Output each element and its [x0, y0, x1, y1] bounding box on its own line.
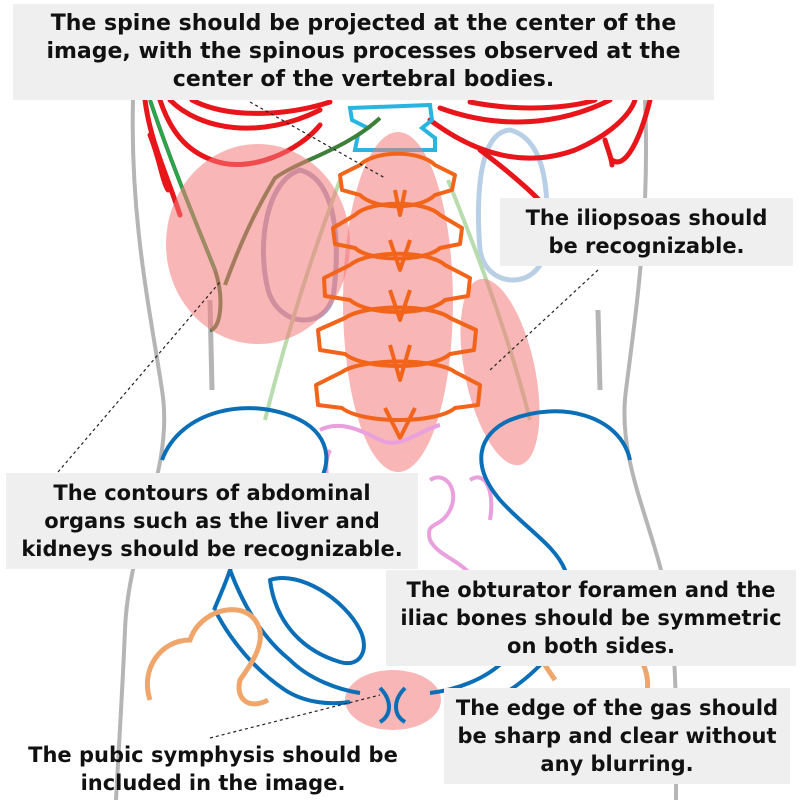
callout-spine-text: The spine should be projected at the cen… [46, 11, 681, 92]
callout-obturator: The obturator foramen and the iliac bone… [386, 570, 796, 666]
leader-organs [57, 281, 221, 473]
leader-lines [57, 101, 599, 739]
callout-spine: The spine should be projected at the cen… [13, 4, 714, 100]
t12-vertebra [347, 102, 437, 152]
callout-iliopsoas: The iliopsoas should be recognizable. [500, 198, 793, 266]
iliopsoas-highlight [460, 278, 540, 466]
leader-pubic [209, 694, 381, 739]
callout-pubic-text: The pubic symphysis should be included i… [28, 743, 398, 795]
highlight-regions [166, 132, 540, 730]
callout-gas: The edge of the gas should be sharp and … [444, 688, 790, 784]
callout-organs-text: The contours of abdominal organs such as… [21, 481, 403, 561]
callout-pubic: The pubic symphysis should be included i… [8, 740, 418, 798]
leader-spine [249, 101, 386, 179]
liver-highlight [166, 144, 350, 344]
callout-gas-text: The edge of the gas should be sharp and … [455, 696, 779, 776]
leader-iliopsoas [489, 269, 599, 371]
callout-organs: The contours of abdominal organs such as… [6, 473, 418, 569]
callout-obturator-text: The obturator foramen and the iliac bone… [400, 578, 782, 658]
pubic-symphysis-highlight [345, 670, 441, 730]
spine-highlight [343, 132, 453, 472]
callout-iliopsoas-text: The iliopsoas should be recognizable. [525, 206, 768, 258]
rib-cage [142, 97, 653, 218]
lumbar-vertebrae [314, 151, 482, 440]
